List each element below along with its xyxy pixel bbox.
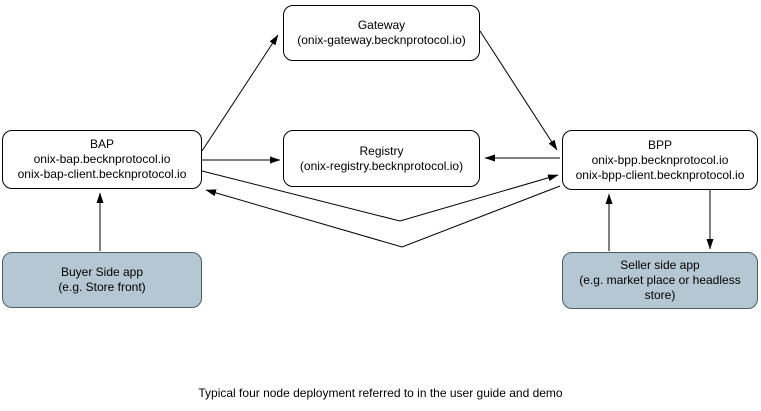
bap-domain: onix-bap.becknprotocol.io bbox=[33, 152, 171, 166]
edge-bpp-to-bap bbox=[205, 185, 561, 248]
diagram-caption: Typical four node deployment referred to… bbox=[198, 386, 563, 400]
bap-client-domain: onix-bap-client.becknprotocol.io bbox=[17, 167, 187, 181]
bpp-title: BPP bbox=[647, 137, 672, 152]
bap-title: BAP bbox=[89, 137, 114, 151]
seller-app-subtitle: (e.g. market place or headless store) bbox=[579, 273, 741, 302]
bpp-client-domain: onix-bpp-client.becknprotocol.io bbox=[575, 167, 745, 182]
seller-app-title: Seller side app bbox=[620, 258, 700, 272]
gateway-title: Gateway bbox=[357, 18, 406, 32]
bpp-node: BPP onix-bpp.becknprotocol.io onix-bpp-c… bbox=[562, 130, 758, 190]
registry-title: Registry bbox=[359, 143, 404, 158]
buyer-app-title: Buyer Side app bbox=[60, 265, 144, 279]
bpp-domain: onix-bpp.becknprotocol.io bbox=[591, 152, 729, 167]
buyer-app-subtitle: (e.g. Store front) bbox=[58, 280, 146, 294]
gateway-domain: (onix-gateway.becknprotocol.io) bbox=[297, 33, 466, 47]
gateway-node: Gateway (onix-gateway.becknprotocol.io) bbox=[283, 5, 480, 61]
edge-bap-to-bpp bbox=[201, 170, 559, 222]
registry-node: Registry (onix-registry.becknprotocol.io… bbox=[283, 130, 480, 187]
edge-bap-to-gateway bbox=[201, 34, 279, 152]
seller-app-node: Seller side app (e.g. market place or he… bbox=[562, 252, 758, 309]
buyer-app-node: Buyer Side app (e.g. Store front) bbox=[2, 252, 202, 308]
registry-domain: (onix-registry.becknprotocol.io) bbox=[299, 158, 464, 173]
bap-node: BAP onix-bap.becknprotocol.io onix-bap-c… bbox=[2, 130, 202, 189]
edge-gateway-to-bpp bbox=[479, 30, 558, 151]
